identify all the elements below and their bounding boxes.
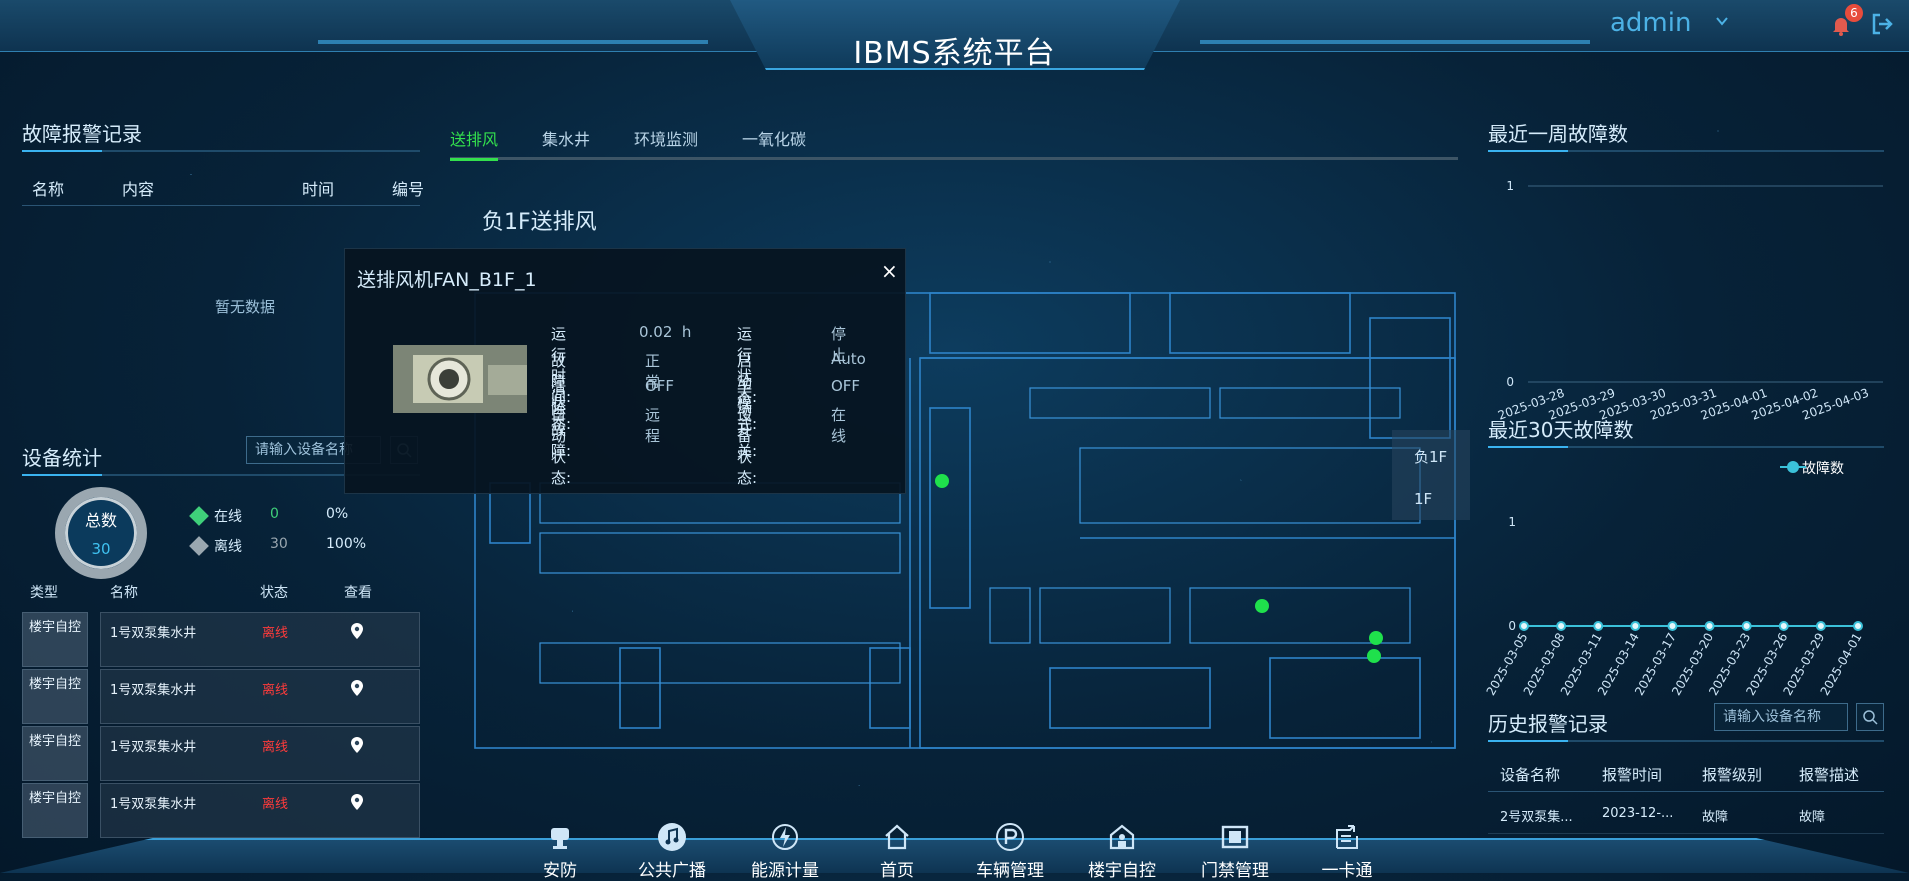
col-time: 时间 [302, 180, 335, 199]
fault-record-title: 故障报警记录 [22, 122, 142, 146]
floor-plan[interactable] [470, 288, 1460, 758]
header-center [730, 0, 1180, 70]
no-data-text: 暂无数据 [215, 298, 276, 316]
tab-environment[interactable]: 环境监测 [634, 130, 699, 149]
data-point [1556, 621, 1567, 631]
building-icon [1109, 824, 1135, 850]
close-icon[interactable]: × [881, 259, 898, 283]
door-icon [1221, 825, 1249, 849]
fault-table-header: 名称 内容 时间 编号 [22, 170, 425, 206]
floor-selector[interactable]: 负1F 1F [1392, 430, 1470, 520]
popup-title: 送排风机FAN_B1F_1 [357, 269, 537, 291]
online-diamond-icon [189, 506, 209, 526]
total-label: 总数 [84, 511, 117, 530]
data-point [1593, 621, 1604, 631]
nav-card[interactable]: 一卡通 [1302, 822, 1392, 881]
alarm-badge: 6 [1845, 4, 1863, 22]
month-title-line [1488, 446, 1884, 448]
tab-carbon-monoxide[interactable]: 一氧化碳 [742, 130, 807, 149]
energy-icon [772, 824, 798, 850]
offline-diamond-icon [189, 536, 209, 556]
system-tabs: 送排风 集水井 环境监测 一氧化碳 [450, 126, 1458, 161]
device-table-header: 类型 名称 状态 查看 [30, 585, 372, 601]
fault-title-line [22, 150, 420, 152]
total-donut [55, 487, 147, 579]
tab-sump-pit[interactable]: 集水井 [542, 130, 591, 149]
data-point [1667, 621, 1678, 631]
location-icon[interactable] [348, 736, 366, 754]
data-point [1704, 621, 1715, 631]
music-icon [658, 823, 686, 851]
col-number: 编号 [392, 180, 425, 199]
header-deco-left [318, 40, 708, 44]
history-table-header: 设备名称 报警时间 报警级别 报警描述 [1488, 758, 1884, 792]
nav-security[interactable]: 安防 [515, 822, 605, 881]
bottom-nav-bar [0, 838, 1909, 873]
device-popup: 送排风机FAN_B1F_1 × 运行时间: 0.02 h 运行状态: 停止 故障… [344, 248, 906, 494]
floor-option-1f[interactable]: 1F [1414, 490, 1433, 508]
camera-icon [551, 828, 569, 849]
location-icon[interactable] [348, 622, 366, 640]
history-row[interactable]: 2号双泵集... 2023-12-... 故障 故障 [1488, 800, 1884, 834]
nav-vehicle[interactable]: 车辆管理 [965, 822, 1055, 881]
location-icon[interactable] [348, 679, 366, 697]
page-title: IBMS系统平台 [853, 36, 1056, 71]
y-tick-label: 0 [1508, 619, 1516, 633]
location-icon[interactable] [348, 793, 366, 811]
y-tick-label: 0 [1506, 375, 1514, 389]
week-fault-chart: 102025-03-282025-03-292025-03-302025-03-… [1496, 179, 1883, 423]
tab-supply-exhaust[interactable]: 送排风 [450, 126, 499, 161]
floor-option-b1f[interactable]: 负1F [1414, 448, 1448, 466]
device-row[interactable]: 楼宇自控 1号双泵集水井 离线 [22, 726, 420, 781]
fan-image [393, 345, 527, 413]
history-alarm-title: 历史报警记录 [1488, 712, 1608, 736]
search-icon [1863, 710, 1878, 725]
week-title-line [1488, 150, 1884, 152]
history-title-line [1488, 740, 1884, 742]
month-fault-chart: 102025-03-052025-03-082025-03-112025-03-… [1484, 515, 1865, 698]
chart-legend: 故障数 [1780, 458, 1844, 478]
nav-building-control[interactable]: 楼宇自控 [1077, 822, 1167, 881]
device-stat-title: 设备统计 [22, 446, 102, 470]
logout-icon[interactable] [1870, 12, 1894, 36]
col-content: 内容 [122, 180, 155, 199]
data-point [1519, 621, 1529, 631]
data-point [1630, 621, 1641, 631]
col-name: 名称 [32, 180, 65, 199]
device-row[interactable]: 楼宇自控 1号双泵集水井 离线 [22, 612, 420, 667]
week-fault-title: 最近一周故障数 [1488, 122, 1628, 146]
device-row[interactable]: 楼宇自控 1号双泵集水井 离线 [22, 783, 420, 838]
device-title-line [22, 474, 420, 476]
history-search-button[interactable] [1856, 703, 1884, 731]
total-value: 30 [91, 540, 111, 558]
home-icon [885, 824, 909, 850]
device-row[interactable]: 楼宇自控 1号双泵集水井 离线 [22, 669, 420, 724]
data-point [1853, 621, 1863, 631]
card-icon [1336, 825, 1358, 849]
nav-access-control[interactable]: 门禁管理 [1190, 822, 1280, 881]
floor-title: 负1F送排风 [482, 210, 597, 235]
header-deco-right [1200, 40, 1590, 44]
history-search-input[interactable]: 请输入设备名称 [1714, 703, 1848, 731]
data-point [1741, 621, 1752, 631]
data-point [1815, 621, 1826, 631]
nav-home[interactable]: 首页 [852, 822, 942, 881]
data-point [1778, 621, 1789, 631]
chevron-down-icon[interactable] [1715, 14, 1729, 28]
month-fault-title: 最近30天故障数 [1488, 418, 1634, 442]
nav-energy[interactable]: 能源计量 [740, 822, 830, 881]
nav-broadcast[interactable]: 公共广播 [627, 822, 717, 881]
bell-icon[interactable] [1830, 14, 1852, 36]
y-tick-label: 1 [1508, 515, 1516, 529]
header: IBMS系统平台 admin 6 [0, 0, 1909, 71]
parking-icon [996, 823, 1024, 851]
offline-stat: 离线 30 100% [189, 536, 370, 556]
y-tick-label: 1 [1506, 179, 1514, 193]
user-name[interactable]: admin [1610, 8, 1692, 38]
online-stat: 在线 0 0% [189, 506, 370, 526]
